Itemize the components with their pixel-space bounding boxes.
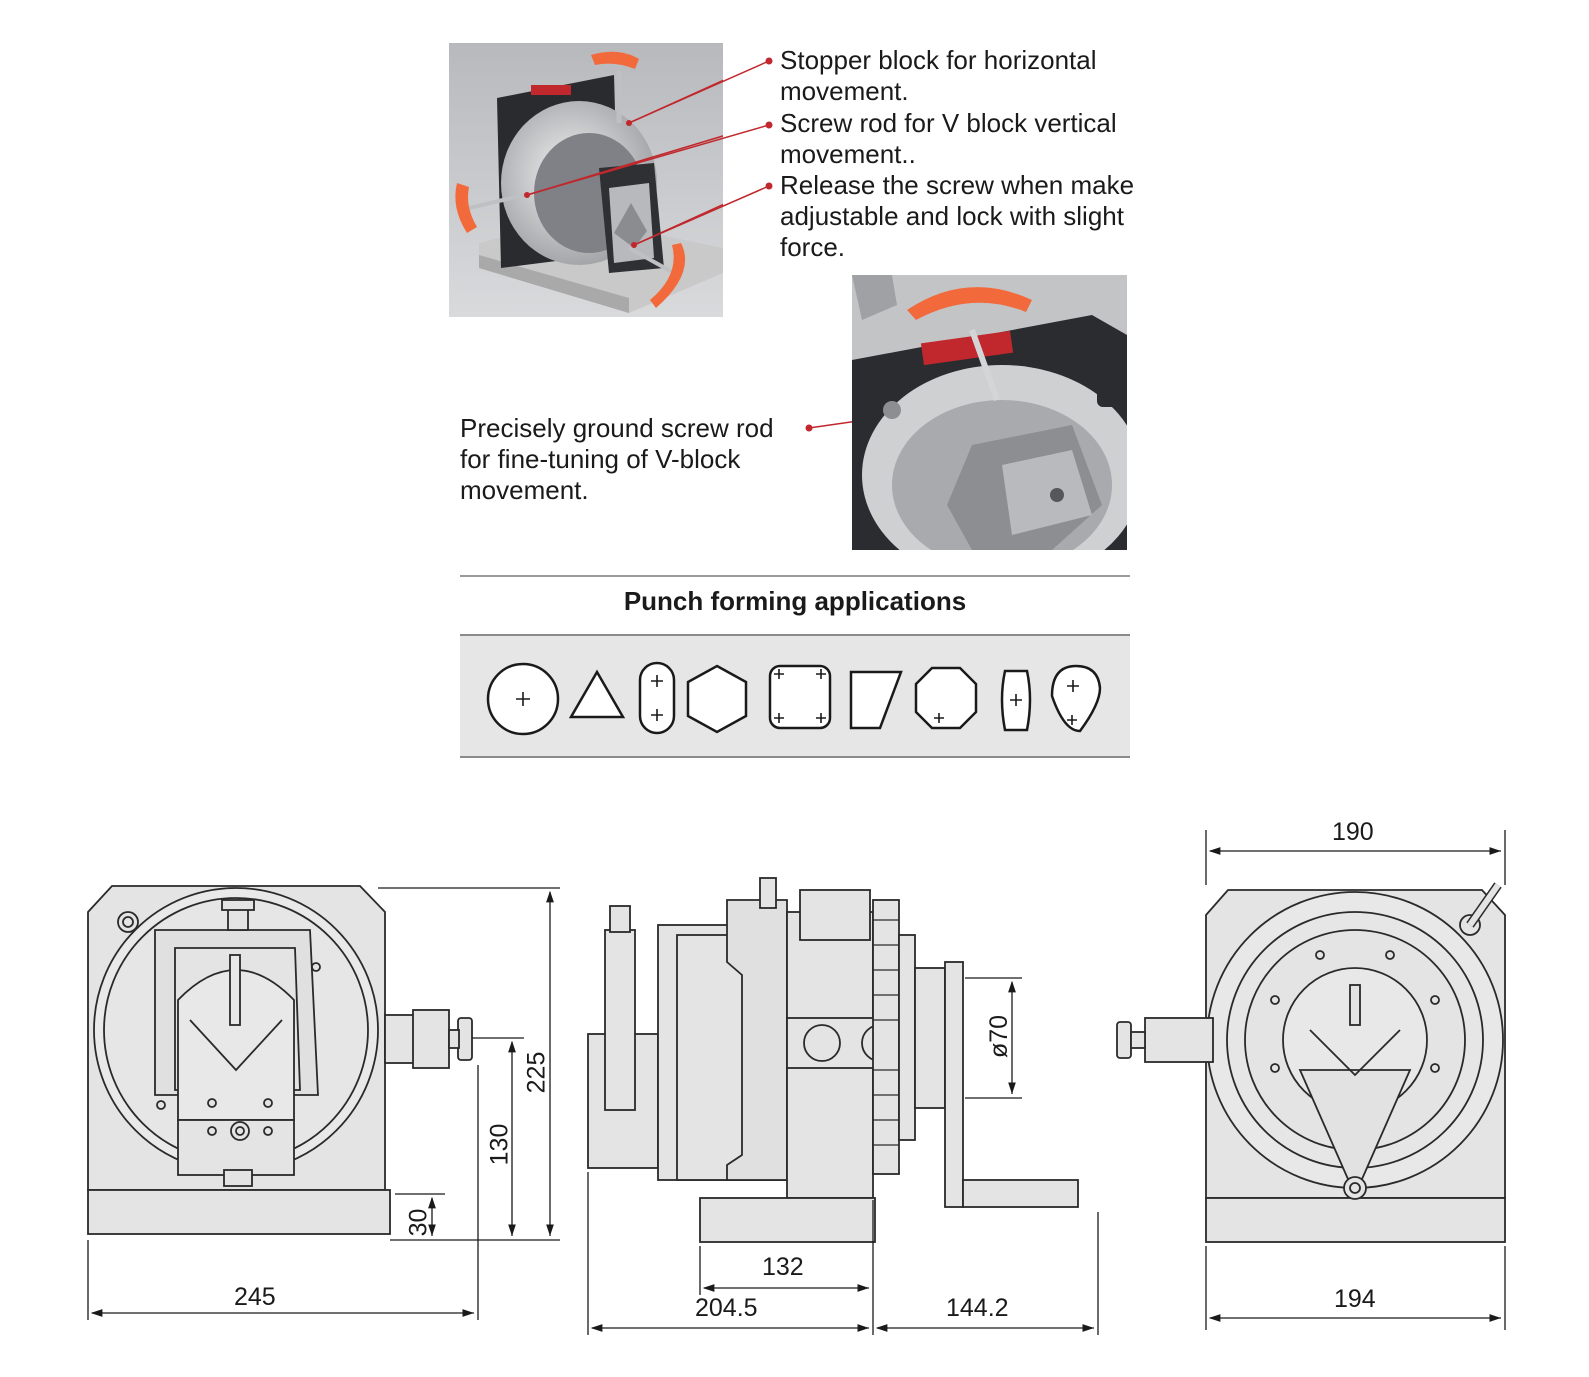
callout-text: Precisely ground screw rod (460, 413, 774, 443)
octagon-shape-icon (914, 666, 978, 730)
callout-text: Screw rod for V block vertical (780, 108, 1117, 138)
callout-text: movement. (780, 76, 909, 106)
leader-line-screw-rod (526, 124, 770, 196)
bullet-dot (765, 57, 773, 65)
front-view-drawing (87, 885, 473, 1235)
teardrop-shape-icon (1050, 664, 1102, 733)
dim-front-base-height: 30 (404, 1208, 433, 1237)
dim-rear-top: 190 (1332, 818, 1374, 846)
callout-screw-rod: Screw rod for V block vertical movement.… (780, 108, 1117, 170)
rear-view-drawing (1116, 882, 1506, 1243)
callout-text: force. (780, 232, 846, 262)
rounded-square-shape-icon (768, 664, 832, 730)
side-view-dimensions (587, 977, 1099, 1335)
center-marks (516, 669, 1079, 725)
callout-text: movement. (460, 475, 589, 505)
callout-stopper-block: Stopper block for horizontal movement. (780, 45, 1097, 107)
product-photo-closeup (852, 275, 1127, 550)
trapezoid-shape-icon (849, 670, 903, 730)
closeup-photo-illustration (852, 275, 1127, 550)
dim-rear-bottom: 194 (1334, 1285, 1376, 1313)
dim-side-handle: 144.2 (946, 1294, 1009, 1322)
dim-front-axis-height: 130 (485, 1123, 514, 1166)
triangle-shape-icon (568, 669, 626, 719)
leader-line-release (633, 185, 770, 246)
bullet-dot (765, 121, 773, 129)
side-view-drawing (587, 877, 1079, 1243)
applications-shapes-band (460, 634, 1130, 758)
callout-text: adjustable and lock with slight (780, 201, 1124, 231)
dim-front-width: 245 (234, 1283, 276, 1311)
dim-side-base: 132 (762, 1253, 804, 1281)
bullet-dot (805, 424, 813, 432)
dim-side-diameter: ø70 (985, 1014, 1014, 1059)
bullet-dot (765, 182, 773, 190)
leader-line-stopper (628, 60, 770, 124)
dim-front-height: 225 (522, 1051, 551, 1094)
callout-ground-screw-rod: Precisely ground screw rod for fine-tuni… (460, 413, 774, 506)
rear-view-dimensions (1205, 830, 1506, 1330)
hexagon-shape-icon (686, 664, 748, 734)
callout-text: movement.. (780, 139, 916, 169)
dim-side-length: 204.5 (695, 1294, 758, 1322)
callout-text: for fine-tuning of V-block (460, 444, 741, 474)
callout-text: Release the screw when make (780, 170, 1135, 200)
callout-release-screw: Release the screw when make adjustable a… (780, 170, 1134, 263)
front-view-dimensions (87, 887, 560, 1320)
applications-title: Punch forming applications (623, 586, 967, 616)
callout-text: Stopper block for horizontal (780, 45, 1097, 75)
punch-shapes (486, 661, 1102, 736)
obround-shape-icon (638, 661, 676, 735)
section-divider (460, 575, 1130, 577)
